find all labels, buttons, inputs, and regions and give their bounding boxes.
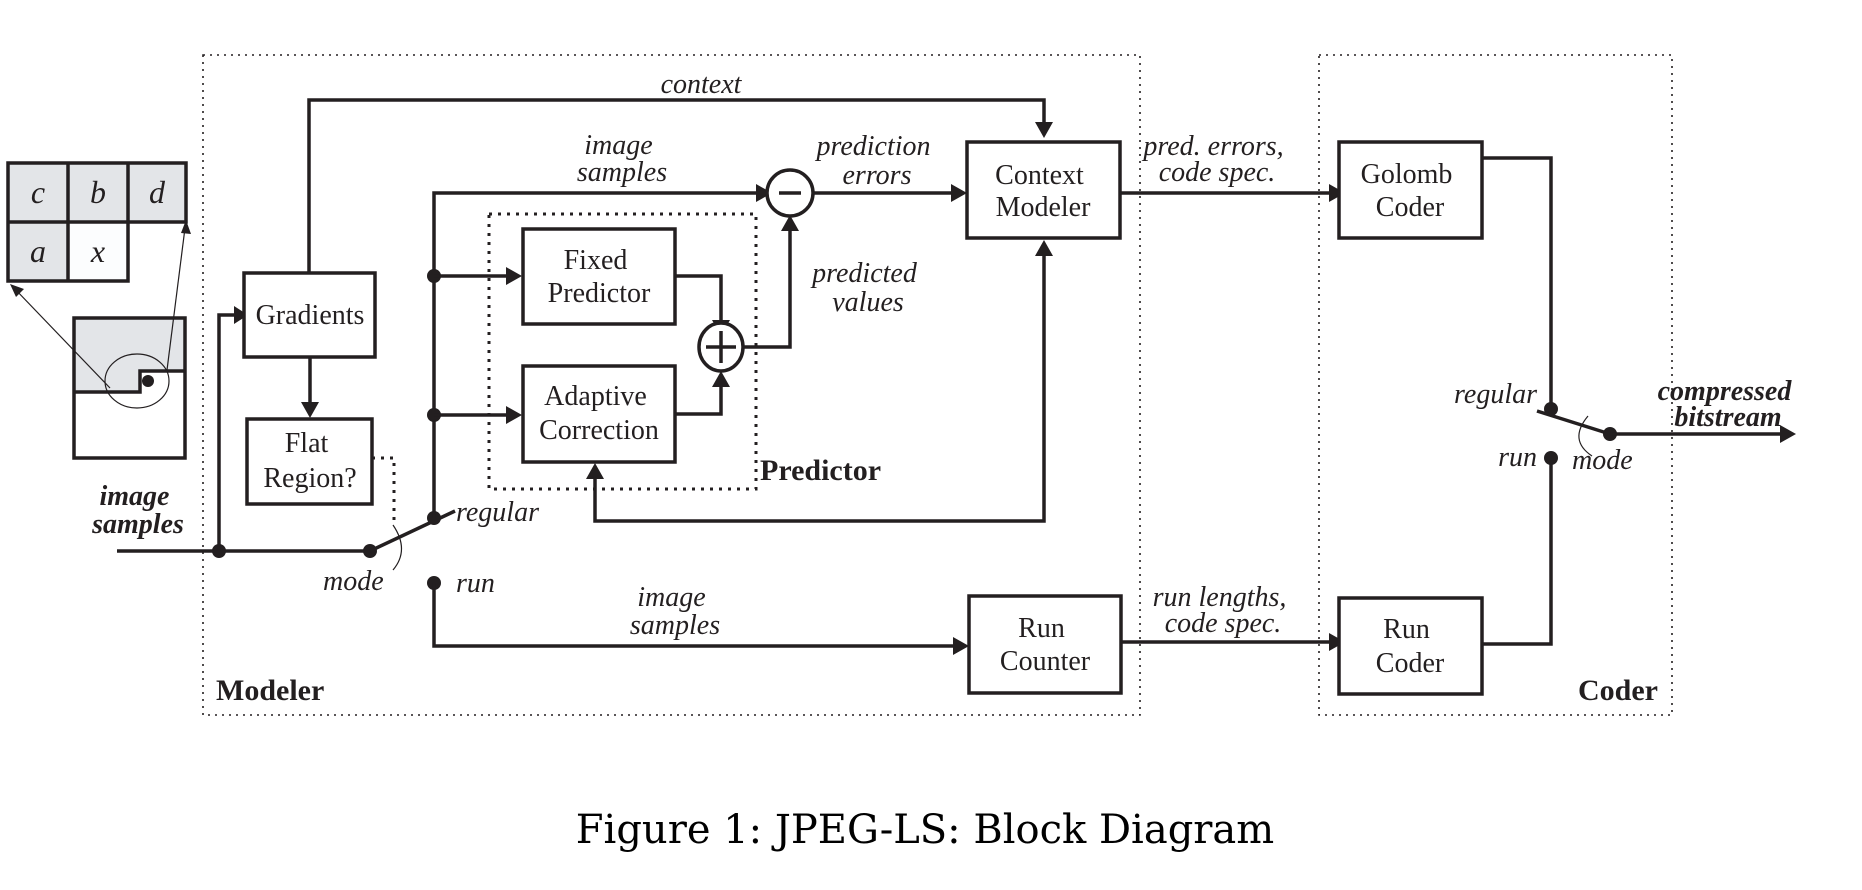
context-label: context [661,69,743,100]
svg-text:Flat Region?: Flat Region? [263,428,356,494]
regular-right-label: regular [1454,379,1537,410]
svg-text:Fixed Predictor: Fixed Predictor [548,245,651,309]
coder-region-label: Coder [1578,674,1658,707]
mode-switch-right[interactable] [1536,409,1611,436]
svg-text:Adaptive Correction: Adaptive Correction [539,381,659,446]
run-coder-block [1337,596,1484,696]
modeler-region [202,54,1141,716]
subtractor-node [765,168,815,218]
mode-switch-left[interactable] [369,509,456,553]
gradients-block [242,271,377,359]
run-left-label: run [456,568,495,599]
svg-text:Context Modeler: Context Modeler [995,160,1091,223]
svg-text:Gradients: Gradients [256,300,365,331]
mode-right-label: mode [1572,445,1633,476]
mode-left-label: mode [323,566,384,597]
context-modeler-block [965,140,1122,240]
context-template: c b d a x [6,161,188,283]
fixed-predictor-block [521,227,677,326]
prediction-errors-label: prediction errors [814,131,937,191]
svg-text:Run Coder: Run Coder [1376,614,1445,679]
adder-node [697,321,745,373]
predicted-values-label: predicted values [810,258,924,318]
cell-x: x [90,233,105,269]
run-lengths-code-spec-label: run lengths, code spec. [1153,582,1294,639]
adaptive-correction-block [521,364,677,464]
regular-left-label: regular [456,497,539,528]
pred-errors-code-spec-label: pred. errors, code spec. [1141,131,1290,188]
coder-region [1318,54,1673,716]
cell-d: d [149,174,166,210]
cell-c: c [31,174,45,210]
cell-b: b [90,174,106,210]
predictor-region-label: Predictor [760,454,881,487]
cell-a: a [30,233,46,269]
svg-text:Run Counter: Run Counter [1000,613,1091,677]
run-right-label: run [1498,442,1537,473]
image-frame-icon [10,220,191,460]
image-samples-top-label: image samples [577,130,667,188]
figure-caption: Figure 1: JPEG-LS: Block Diagram [576,807,1274,853]
golomb-coder-block [1337,140,1484,240]
image-samples-bottom-label: image samples [630,582,720,641]
output-label: compressed bitstream [1658,376,1799,433]
svg-text:Golomb Coder: Golomb Coder [1361,159,1460,223]
input-label: image samples [91,481,184,540]
run-counter-block [967,594,1123,695]
predictor-region [487,212,758,491]
modeler-region-label: Modeler [216,674,324,707]
flat-region-block [245,417,374,506]
